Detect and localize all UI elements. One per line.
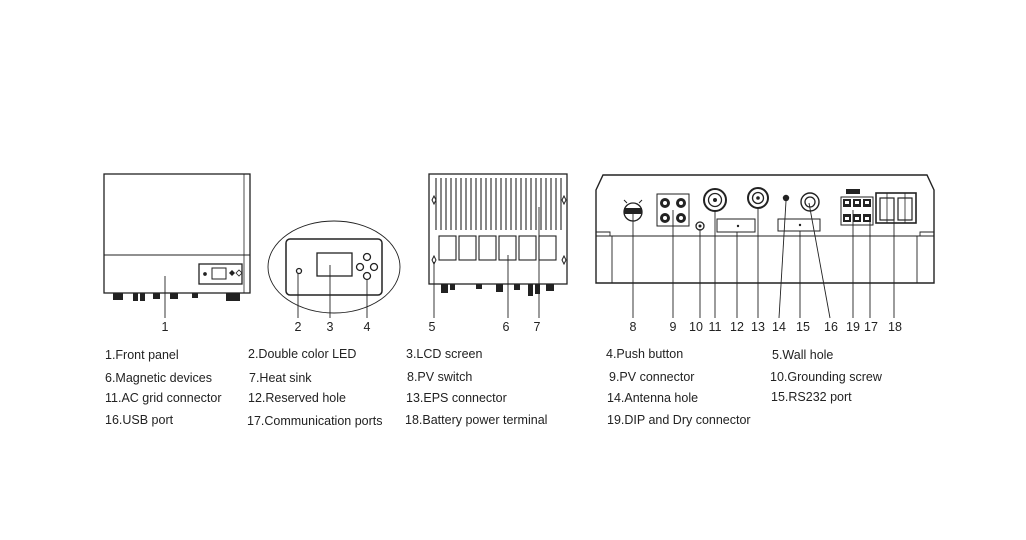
legend-wall-hole: 5.Wall hole — [772, 348, 834, 362]
battery-terminal-shape — [875, 192, 917, 224]
closeup-ellipse — [267, 220, 401, 314]
callout-5: 5 — [429, 320, 436, 334]
pv-connector-shape — [656, 193, 690, 227]
legend-pv-switch: 8.PV switch — [407, 370, 473, 384]
callout-4: 4 — [364, 320, 371, 334]
callout-14: 14 — [772, 320, 786, 334]
eps-connector-shape — [747, 187, 769, 209]
legend-antenna-hole: 14.Antenna hole — [607, 391, 699, 405]
legend-battery-power-terminal: 18.Battery power terminal — [405, 413, 548, 427]
bottom-view-leader-lines — [632, 200, 895, 319]
bottom-view — [595, 174, 935, 319]
grounding-screw-shape — [695, 221, 705, 231]
front-view — [103, 173, 251, 318]
callout-6: 6 — [503, 320, 510, 334]
ac-grid-connector-shape — [703, 188, 727, 212]
reserved-hole-shape — [716, 218, 756, 233]
heatsink-bottom-connectors — [441, 284, 554, 296]
lcd-screen-shape — [316, 252, 353, 277]
heatsink-fins — [435, 178, 562, 230]
callout-1: 1 — [162, 320, 169, 334]
wall-holes-shape — [431, 194, 567, 266]
heatsink-view — [428, 173, 568, 318]
legend-lcd-screen: 3.LCD screen — [406, 347, 483, 361]
rs232-port-shape — [777, 218, 821, 232]
front-bottom-connectors — [113, 293, 240, 301]
front-panel-outline — [103, 173, 251, 294]
callout-10: 10 — [689, 320, 703, 334]
push-buttons-shape — [355, 252, 379, 281]
callout-7: 7 — [534, 320, 541, 334]
legend-front-panel: 1.Front panel — [105, 348, 179, 362]
legend-push-button: 4.Push button — [606, 347, 684, 361]
antenna-hole-shape — [782, 194, 790, 202]
dip-comm-ports-shape — [840, 189, 874, 226]
magnetic-devices-shape — [438, 235, 557, 261]
legend-dip-dry-connector: 19.DIP and Dry connector — [607, 413, 751, 427]
callout-3: 3 — [327, 320, 334, 334]
callout-17: 17 — [864, 320, 878, 334]
callout-18: 18 — [888, 320, 902, 334]
legend-grounding-screw: 10.Grounding screw — [770, 370, 882, 384]
callout-numbers: 1 2 3 4 5 6 7 8 9 10 11 12 13 14 15 16 1… — [162, 320, 902, 334]
legend-rs232-port: 15.RS232 port — [771, 390, 852, 404]
legend-pv-connector: 9.PV connector — [609, 370, 695, 384]
legend-eps-connector: 13.EPS connector — [406, 391, 507, 405]
front-display-module — [198, 263, 243, 285]
callout-8: 8 — [630, 320, 637, 334]
legend-communication-ports: 17.Communication ports — [247, 414, 383, 428]
legend-reserved-hole: 12.Reserved hole — [248, 391, 346, 405]
closeup-panel — [285, 238, 383, 296]
bottom-view-outline — [595, 174, 935, 284]
display-closeup — [267, 220, 401, 318]
double-color-led-shape — [295, 267, 303, 275]
callout-15: 15 — [796, 320, 810, 334]
legend-double-color-led: 2.Double color LED — [248, 347, 357, 361]
legend-heat-sink: 7.Heat sink — [249, 371, 312, 385]
callout-16: 16 — [824, 320, 838, 334]
legend-magnetic-devices: 6.Magnetic devices — [105, 371, 213, 385]
legend-usb-port: 16.USB port — [105, 413, 174, 427]
callout-19: 19 — [846, 320, 860, 334]
legend-ac-grid-connector: 11.AC grid connector — [105, 391, 222, 405]
callout-2: 2 — [295, 320, 302, 334]
callout-12: 12 — [730, 320, 744, 334]
callout-9: 9 — [670, 320, 677, 334]
callout-13: 13 — [751, 320, 765, 334]
callout-11: 11 — [709, 320, 722, 334]
